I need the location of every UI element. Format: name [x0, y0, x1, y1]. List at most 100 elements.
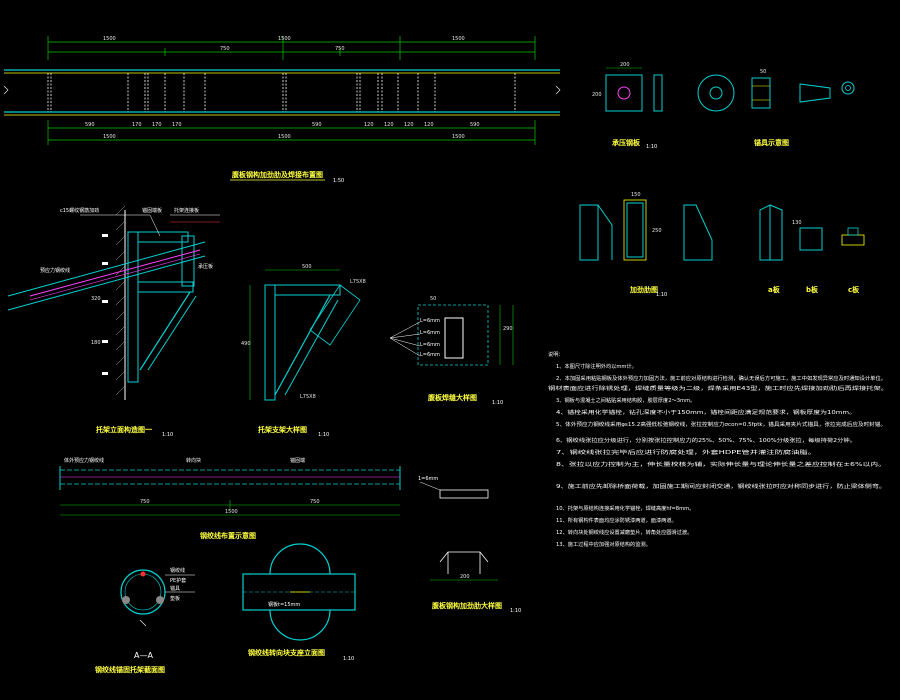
notes-block: 说明： 1、本图尺寸除注明外均以mm计。 2、本加固采用粘贴钢板及体外预应力加固… — [548, 350, 888, 548]
top-dim-5: 1500 — [452, 36, 465, 42]
bot-dim-9: 120 — [424, 122, 434, 128]
bracket-tag-4: 预应力钢绞线 — [40, 267, 70, 274]
weld-dim-1: 50 — [430, 296, 436, 302]
bot-dim-5: 590 — [312, 122, 322, 128]
bot-total-1: 1500 — [103, 134, 116, 140]
aa-title: 钢绞线锚固托架截面图 — [95, 665, 165, 674]
note-13: 13、施工过程中应加强对原结构的监测。 — [556, 540, 651, 548]
bdetail-dim-1: 500 — [302, 264, 312, 270]
bracket-detail: 500 L75X8 L75X8 490 托架支架大样图 1:10 — [241, 264, 366, 438]
bracket-tag-5: 承压板 — [198, 263, 213, 270]
anchor-dim-1: 50 — [760, 69, 766, 75]
bracket-tag-2: 锚固端板 — [142, 207, 162, 214]
stiffener-group: 150 250 加劲肋图 1:10 130 a板 b板 c板 — [579, 192, 865, 298]
bdetail-scale: 1:10 — [318, 432, 329, 438]
bot-dim-8: 120 — [404, 122, 414, 128]
stiff-label-a: a板 — [768, 285, 781, 294]
top-elevation-title: 腹板钢构加劲肋及焊接布置图 — [231, 170, 323, 179]
bdetail-dim-4: 490 — [241, 341, 251, 347]
weld-enlarge: 1=6mm 200 腹板钢构加劲肋大样图 1:10 — [418, 476, 521, 614]
note-11: 11、所有钢构件表面均应涂防锈漆两道，面漆两道。 — [556, 516, 677, 524]
note-4: 4、锚栓采用化学锚栓，钻孔深度不小于150mm，锚栓间距应满足规范要求，钢板厚度… — [556, 408, 856, 416]
tendon-dim-3: 1500 — [225, 509, 238, 515]
top-elevation: 1500 1500 750 750 1500 — [3, 36, 561, 184]
notes-heading: 说明： — [548, 350, 564, 358]
stiff-dim-2: 250 — [652, 228, 662, 234]
aa-label: A—A — [134, 651, 153, 660]
wenlarge-dim: 200 — [460, 574, 470, 580]
bracket-tag-1: c15螺纹钢筋加劲 — [60, 207, 99, 214]
bot-dim-1: 590 — [85, 122, 95, 128]
weld-scale: 1:10 — [492, 400, 503, 406]
bot-dim-7: 120 — [384, 122, 394, 128]
weld-tag-2: L=6mm — [420, 330, 440, 336]
stiff-label-b: b板 — [806, 285, 819, 294]
deviator-scale: 1:10 — [343, 656, 354, 662]
bdetail-dim-3: L75X8 — [300, 394, 316, 400]
bracket-elevation: c15螺纹钢筋加劲 锚固端板 托架连接板 预应力钢绞线 承压板 320 180 … — [7, 205, 220, 438]
note-1: 1、本图尺寸除注明外均以mm计。 — [556, 362, 637, 370]
bot-total-3: 1500 — [452, 134, 465, 140]
tendon-title: 钢绞线布置示意图 — [200, 531, 256, 540]
wenlarge-scale: 1:10 — [510, 608, 521, 614]
aa-tag-4: 垫板 — [170, 595, 180, 602]
top-dim-3: 750 — [220, 46, 230, 52]
section-aa: 钢绞线 PE护套 锚具 垫板 A—A 钢绞线锚固托架截面图 — [95, 567, 195, 674]
deviator-title: 钢绞线转向块支座立面图 — [248, 648, 325, 657]
aa-tag-1: 钢绞线 — [170, 567, 185, 574]
bdetail-dim-2: L75X8 — [350, 279, 366, 285]
note-7: 7、钢绞线张拉完毕后应进行防腐处理，外套HDPE管并灌注防腐油脂。 — [556, 448, 816, 456]
bot-dim-3: 170 — [152, 122, 162, 128]
aa-tag-3: 锚具 — [170, 585, 180, 592]
deviator: 钢板t=15mm 钢绞线转向块支座立面图 1:10 — [242, 543, 356, 662]
bot-dim-6: 120 — [364, 122, 374, 128]
tendon-section: 体外预应力钢绞线 转向块 锚固端 750 750 1500 钢绞线布置示意图 — [59, 457, 401, 540]
bot-dim-10: 590 — [470, 122, 480, 128]
note-5: 5、体外预应力钢绞线采用φs15.2高强低松弛钢绞线，张拉控制应力σcon=0.… — [556, 420, 886, 428]
tendon-dim-1: 750 — [140, 499, 150, 505]
stiff-dim-1: 150 — [631, 192, 641, 198]
bot-dim-4: 170 — [172, 122, 182, 128]
note-2b: 钢材表面应进行除锈处理，焊缝质量等级为二级，焊条采用E43型，施工时应先焊接加劲… — [548, 384, 888, 392]
plate-scale: 1:10 — [646, 144, 657, 150]
note-10: 10、托架与原结构连接采用化学锚栓，焊缝高度hf=8mm。 — [556, 504, 694, 512]
note-2: 2、本加固采用粘贴钢板及体外预应力加固方法，施工前应对原结构进行检测，确认无误后… — [556, 374, 886, 382]
top-dim-4: 750 — [335, 46, 345, 52]
weld-tag-3: L=6mm — [420, 342, 440, 348]
stiff-label-c: c板 — [848, 285, 860, 294]
weld-detail: L=6mm L=6mm L=6mm L=6mm 50 290 腹板焊缝大样图 1… — [389, 296, 514, 406]
note-3: 3、钢板与混凝土之间粘贴采用结构胶，胶层厚度2～3mm。 — [556, 396, 695, 404]
tendon-tag-3: 锚固端 — [290, 457, 305, 464]
top-dim-1: 1500 — [103, 36, 116, 42]
stiffener-scale: 1:10 — [656, 292, 667, 298]
anchor-plate-group: 200 200 承压钢板 1:10 锚具示意图 50 — [592, 62, 855, 150]
wenlarge-tag: 1=6mm — [418, 476, 438, 482]
plate-dim-w: 200 — [620, 62, 630, 68]
bdetail-title: 托架支架大样图 — [258, 425, 307, 434]
plate-dim-h: 200 — [592, 92, 602, 98]
bracket-dim-2: 180 — [91, 340, 101, 346]
bot-total-2: 1500 — [278, 134, 291, 140]
tendon-dim-2: 750 — [310, 499, 320, 505]
anchor-title: 锚具示意图 — [754, 138, 789, 147]
stiffener-title: 加劲肋图 — [629, 285, 658, 294]
bracket-title: 托架立面构造图一 — [96, 425, 152, 434]
aa-tag-2: PE护套 — [170, 577, 186, 584]
stiffener-lines — [47, 73, 516, 112]
top-elevation-scale: 1:50 — [333, 178, 344, 184]
note-8: 8、张拉以应力控制为主，伸长量校核为辅，实际伸长量与理论伸长量之差应控制在±6%… — [556, 460, 886, 468]
bot-dim-2: 170 — [132, 122, 142, 128]
note-9: 9、施工前应先卸除桥面荷载，加固施工期间应封闭交通，钢绞线张拉时应对称同步进行，… — [556, 482, 886, 490]
bracket-scale: 1:10 — [162, 432, 173, 438]
plate-title: 承压钢板 — [612, 138, 641, 147]
stiff-dim-3: 130 — [792, 220, 802, 226]
deviator-tag: 钢板t=15mm — [268, 601, 300, 608]
note-6: 6、钢绞线张拉应分级进行，分别按张拉控制应力的25%、50%、75%、100%分… — [556, 436, 856, 444]
bracket-dim-1: 320 — [91, 296, 101, 302]
top-dim-2: 1500 — [278, 36, 291, 42]
tendon-tag-1: 体外预应力钢绞线 — [64, 457, 104, 464]
wenlarge-title: 腹板钢构加劲肋大样图 — [431, 601, 502, 610]
weld-tag-1: L=6mm — [420, 318, 440, 324]
weld-dim-2: 290 — [503, 326, 513, 332]
